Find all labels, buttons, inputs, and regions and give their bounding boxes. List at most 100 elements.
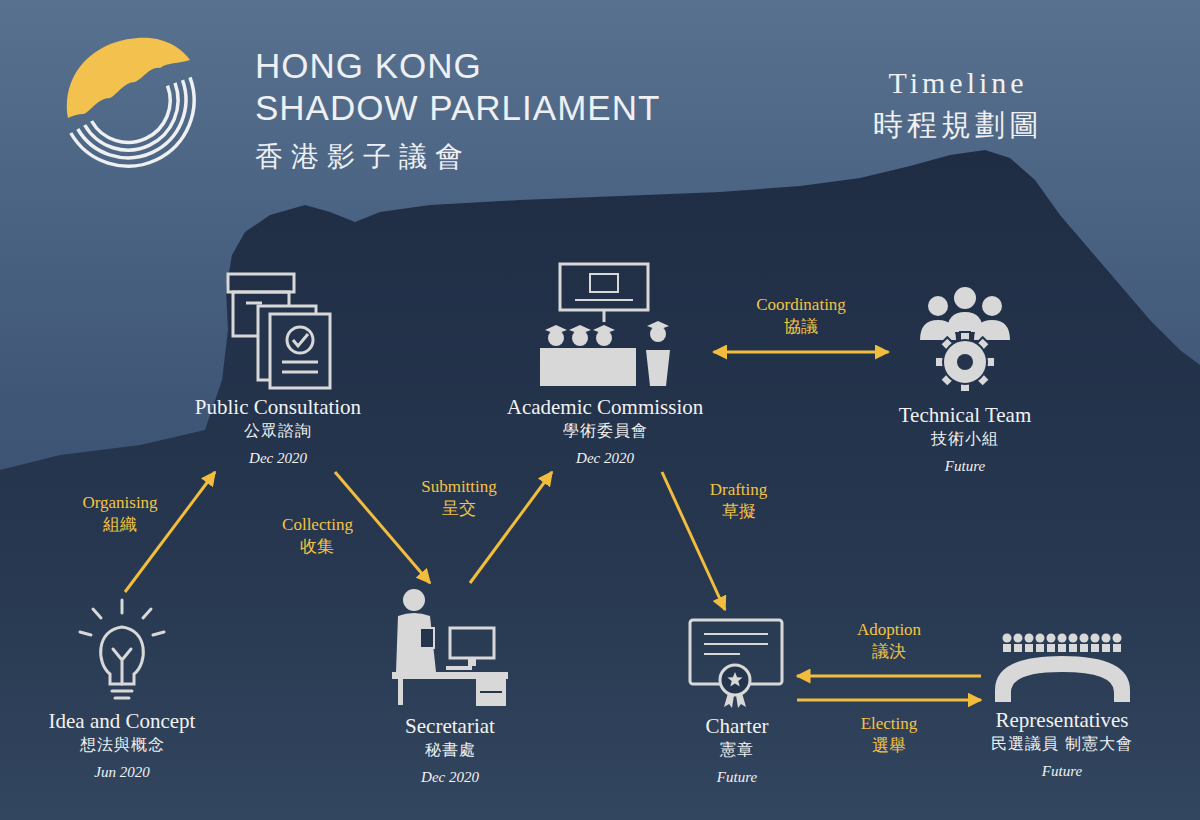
assembly-icon-part: [1113, 634, 1122, 643]
timeline-step: Technical Team技術小組Future: [889, 286, 1042, 480]
logo-arcs-part: [71, 77, 194, 166]
assembly-icon-part: [1080, 644, 1088, 652]
flow-arrow: [125, 472, 215, 592]
assembly-icon-part: [1058, 634, 1067, 643]
timeline-step: Academic Commission學術委員會 Dec 2020: [497, 258, 714, 472]
flow-arrow: [797, 699, 981, 702]
secretary-icon-part: [450, 628, 494, 658]
assembly-icon-part: [1025, 644, 1033, 652]
documents-icon-part: [246, 302, 262, 305]
documents-icon-part: [293, 334, 308, 346]
step-title: Secretariat: [405, 714, 495, 739]
team-icon: [920, 287, 1010, 392]
assembly-icon-part: [1047, 634, 1056, 643]
commission-icon-part: [540, 348, 636, 386]
assembly-icon-part: [1014, 634, 1023, 643]
arrow-label: Drafting 草擬: [710, 479, 768, 523]
team-icon-part: [947, 312, 983, 332]
assembly-icon-part: [1014, 644, 1022, 652]
assembly-icon-part: [1102, 634, 1111, 643]
step-chinese-title: 公眾諮詢: [244, 420, 312, 442]
secretary-icon-part: [468, 658, 476, 666]
logo-arcs-part: [85, 83, 178, 150]
logo-arcs-part: [92, 86, 171, 143]
step-chinese-title: 秘書處: [425, 739, 476, 761]
step-title: Idea and Concept: [49, 709, 196, 734]
team-icon-part: [928, 296, 948, 316]
documents-icon-part: [282, 371, 318, 374]
team-icon-part: [982, 296, 1002, 316]
wordmark-chinese: 香港影子議會: [255, 138, 471, 176]
assembly-icon-part: [1036, 644, 1044, 652]
lightbulb-icon-part: [121, 600, 124, 613]
assembly-icon-part: [1003, 644, 1011, 652]
secretary-icon: [392, 589, 508, 706]
line-spacer: [555, 45, 685, 85]
commission-icon-part: [593, 325, 615, 334]
icon-space: [507, 262, 508, 395]
step-title: Public Consultation: [195, 395, 361, 420]
lightbulb-icon-part: [93, 609, 101, 618]
step-chinese-title: 學術委員會: [563, 420, 648, 442]
assembly-icon: [995, 634, 1130, 703]
commission-icon-part: [647, 321, 669, 330]
timeline-step: Public Consultation公眾諮詢Dec 2020: [185, 268, 372, 472]
commission-icon-part: [603, 310, 606, 322]
documents-icon: [228, 274, 330, 388]
lightbulb-icon-part: [80, 632, 91, 635]
commission-icon: [540, 264, 670, 386]
charter-icon: [690, 620, 782, 708]
charter-icon-part: [720, 665, 750, 695]
step-chinese-title: 技術小組: [931, 428, 999, 450]
commission-icon-part: [545, 325, 567, 334]
assembly-icon-part: [995, 656, 1130, 702]
arrow-label: Submitting 呈交: [421, 476, 497, 520]
step-title: Technical Team: [899, 403, 1032, 428]
logo-arcs-part: [78, 80, 186, 158]
assembly-icon-part: [1047, 644, 1055, 652]
arrow-label: Adoption 議決: [857, 619, 921, 663]
charter-icon-part: [727, 672, 742, 687]
step-date: Dec 2020: [576, 448, 634, 468]
step-title: Charter: [706, 714, 769, 739]
commission-icon-part: [569, 325, 591, 334]
timeline-step: Secretariat秘書處Dec 2020: [378, 583, 523, 791]
team-icon-part-part: [943, 340, 987, 384]
timeline-step: Charter憲章 Future: [677, 610, 797, 791]
arrow-label: Organising 組織: [82, 492, 157, 536]
arrow-label: Coordinating 協議: [756, 294, 846, 338]
icon-space: [388, 587, 389, 714]
lightbulb-icon-part: [115, 697, 129, 700]
logo-mark: [67, 38, 194, 166]
secretary-icon-part: [392, 672, 508, 679]
team-icon-part: [954, 287, 976, 309]
icon-space: [991, 629, 992, 708]
flow-arrow: [797, 675, 981, 678]
connector-group: [125, 352, 981, 700]
assembly-icon-part: [1025, 634, 1034, 643]
assembly-icon-part: [1058, 644, 1066, 652]
icon-space: [195, 272, 196, 395]
flow-arrow: [714, 351, 889, 354]
step-title: Academic Commission: [507, 395, 704, 420]
team-icon-part: [935, 332, 995, 392]
step-date: Jun 2020: [94, 762, 149, 782]
lion-rock-silhouette: [0, 150, 1200, 820]
icon-space: [49, 596, 50, 709]
commission-icon-part: [560, 264, 648, 310]
timeline-title: Timeline 時程規劃圖: [873, 62, 1043, 146]
team-icon-part-part: [957, 354, 973, 370]
secretary-icon-part: [446, 666, 472, 670]
step-date: Future: [717, 767, 757, 787]
arrow-label: Electing 選舉: [861, 713, 918, 757]
documents-icon-part: [287, 327, 313, 353]
step-chinese-title: 憲章: [720, 739, 754, 761]
secretary-icon-part: [403, 589, 425, 611]
wordmark: HONG KONG SHADOW PARLIAMENT: [255, 45, 685, 129]
documents-icon-part: [282, 361, 318, 364]
assembly-icon-part: [1036, 634, 1045, 643]
secretary-icon-part: [480, 691, 502, 693]
